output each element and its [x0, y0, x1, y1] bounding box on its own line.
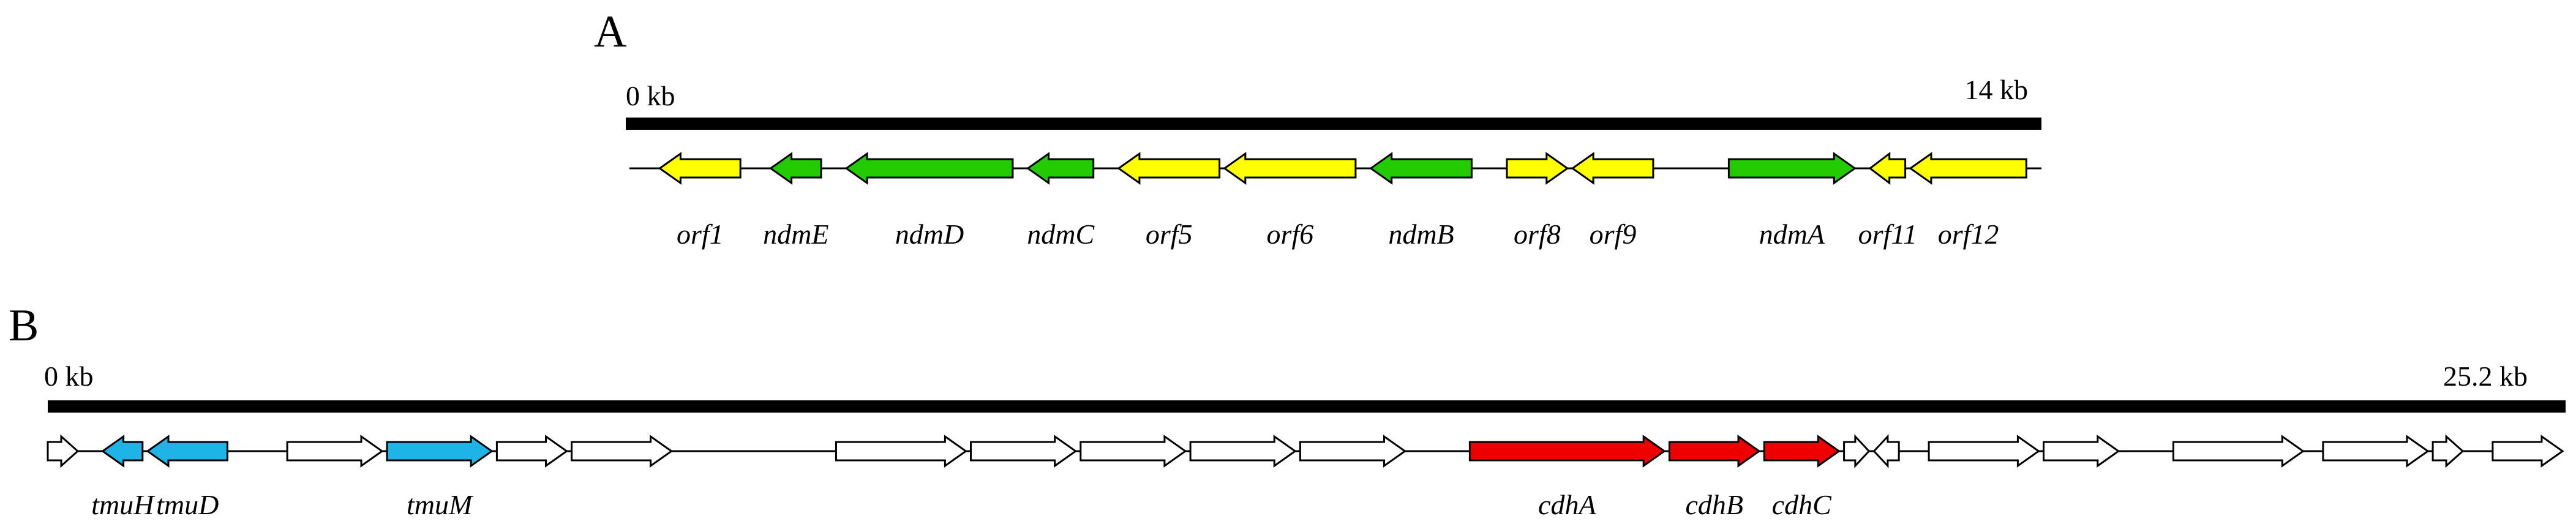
gene-arrow-unlabeled-1	[47, 434, 80, 468]
gene-label-tmum: tmuM	[407, 489, 474, 520]
gene-arrow-ndmd	[844, 152, 1014, 185]
gene-arrow-unlabeled-18	[1928, 435, 2041, 468]
panel-a-scale-bar	[626, 118, 2041, 130]
gene-arrow-cdha	[1468, 435, 1666, 468]
gene-arrow-ndmb	[1369, 152, 1473, 185]
gene-label-cdhc: cdhC	[1772, 489, 1832, 520]
panel-a-genes: orf1 ndmE ndmD ndmC orf5 orf6 ndmB orf8 orf9 ndmA…	[658, 151, 2027, 250]
gene-arrow-orf11	[1868, 151, 1907, 185]
gene-label-orf9: orf9	[1590, 219, 1637, 250]
gene-label-orf5: orf5	[1146, 219, 1193, 250]
panel-a-label: A	[594, 7, 626, 57]
gene-arrow-unlabeled-19	[2043, 435, 2120, 468]
gene-label-orf11: orf11	[1858, 219, 1917, 250]
gene-arrow-orf8	[1506, 152, 1569, 185]
gene-arrow-unlabeled-12	[1299, 435, 1407, 468]
gene-arrow-unlabeled-10	[1080, 435, 1187, 468]
panel-b-scale-end: 25.2 kb	[2443, 361, 2528, 392]
gene-arrow-unlabeled-9	[970, 435, 1078, 468]
gene-arrow-ndmc	[1026, 152, 1095, 185]
gene-arrow-orf5	[1117, 152, 1221, 185]
gene-arrow-ndme	[768, 152, 822, 185]
gene-label-ndme: ndmE	[763, 219, 828, 250]
gene-label-ndma: ndmA	[1759, 219, 1825, 250]
gene-arrow-ndma	[1727, 152, 1857, 185]
gene-arrow-unlabeled-22	[2431, 434, 2465, 468]
gene-arrow-unlabeled-7	[571, 435, 674, 468]
gene-label-ndmc: ndmC	[1027, 219, 1095, 250]
gene-arrow-orf6	[1223, 152, 1357, 185]
gene-arrow-unlabeled-4	[286, 435, 384, 468]
gene-label-tmud: tmuD	[156, 489, 219, 520]
gene-arrow-unlabeled-23	[2492, 435, 2564, 468]
gene-arrow-tmum	[386, 435, 494, 468]
panel-b-scale-bar	[48, 400, 2566, 413]
panel-a-scale-start: 0 kb	[626, 80, 675, 111]
gene-label-orf12: orf12	[1938, 219, 1999, 250]
panel-a-scale-end: 14 kb	[1965, 74, 2029, 105]
gene-arrow-unlabeled-17	[1872, 434, 1900, 468]
gene-arrow-unlabeled-8	[835, 435, 968, 468]
gene-arrow-unlabeled-11	[1189, 435, 1297, 468]
panel-a: A 0 kb 14 kb orf1 ndmE ndmD ndmC orf5 orf6 ndm…	[594, 7, 2041, 250]
gene-arrow-unlabeled-20	[2172, 435, 2305, 468]
gene-arrow-unlabeled-16	[1843, 434, 1871, 468]
gene-arrow-unlabeled-6	[495, 435, 569, 468]
gene-arrow-orf12	[1909, 152, 2027, 185]
gene-arrow-cdhc	[1763, 435, 1841, 468]
gene-arrow-tmuh	[100, 435, 144, 468]
gene-label-orf8: orf8	[1514, 219, 1561, 250]
gene-label-cdha: cdhA	[1538, 489, 1596, 520]
gene-arrow-tmud	[146, 435, 228, 468]
panel-b-scale-start: 0 kb	[44, 361, 94, 392]
gene-label-orf6: orf6	[1267, 219, 1314, 250]
gene-label-orf1: orf1	[677, 219, 724, 250]
gene-label-tmuh: tmuH	[91, 489, 156, 520]
gene-label-ndmd: ndmD	[895, 219, 964, 250]
gene-label-cdhb: cdhB	[1685, 489, 1743, 520]
panel-b-label: B	[9, 301, 39, 351]
gene-arrow-unlabeled-21	[2322, 435, 2430, 468]
gene-arrow-cdhb	[1668, 435, 1761, 468]
gene-label-ndmb: ndmB	[1388, 219, 1454, 250]
gene-arrow-orf1	[658, 152, 742, 185]
gene-arrow-orf9	[1571, 152, 1654, 185]
